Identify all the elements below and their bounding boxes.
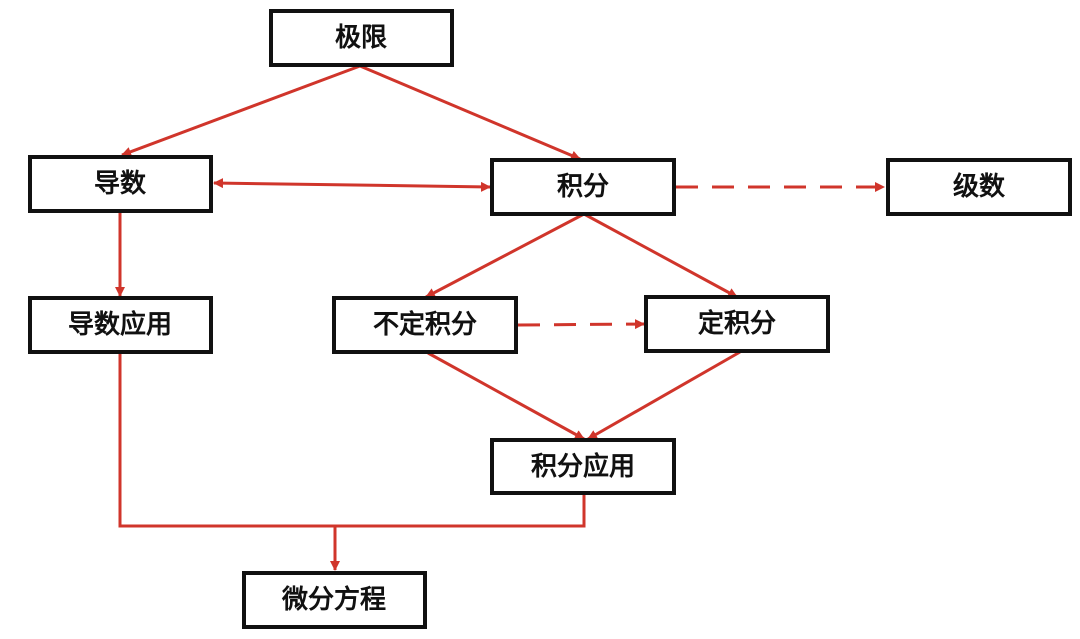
edge-derivative-application-connector <box>118 353 335 528</box>
edge-layer <box>115 64 885 571</box>
edge-integral-to-definite-integral <box>583 212 738 299</box>
edge-limit-to-integral <box>359 64 581 161</box>
node-integral: 积分 <box>490 158 676 216</box>
node-series: 级数 <box>886 158 1072 216</box>
node-indefinite-integral-label: 不定积分 <box>373 309 477 340</box>
node-limit-box <box>269 9 454 67</box>
node-definite-integral-label: 定积分 <box>698 308 776 339</box>
edge-derivative-integral-bidirectional <box>213 178 491 192</box>
node-derivative-application-box <box>28 296 213 354</box>
node-series-label: 级数 <box>953 171 1006 202</box>
node-differential-equation-box <box>242 571 427 629</box>
node-derivative-label: 导数 <box>94 169 147 199</box>
edge-integral-to-indefinite-integral <box>425 212 585 299</box>
node-integral-application-box <box>490 438 676 495</box>
edge-indefinite-to-definite-integral <box>517 319 645 330</box>
edge-limit-to-derivative <box>121 64 361 157</box>
node-derivative-application-label: 导数应用 <box>68 309 172 340</box>
node-differential-equation: 微分方程 <box>242 571 427 629</box>
node-definite-integral: 定积分 <box>644 295 830 353</box>
edge-definite-integral-to-integral-application <box>587 350 741 441</box>
node-limit-label: 极限 <box>335 23 387 53</box>
node-integral-application: 积分应用 <box>490 438 676 495</box>
node-integral-label: 积分 <box>557 172 609 202</box>
node-integral-box <box>490 158 676 216</box>
node-indefinite-integral-box <box>332 296 518 354</box>
node-derivative-application: 导数应用 <box>28 296 213 354</box>
edge-integral-application-connector <box>335 494 586 528</box>
node-derivative-box <box>28 155 213 213</box>
edge-indefinite-integral-to-integral-application <box>427 351 585 441</box>
node-series-box <box>886 158 1072 216</box>
node-definite-integral-box <box>644 295 830 353</box>
node-integral-application-label: 积分应用 <box>531 451 635 482</box>
node-indefinite-integral: 不定积分 <box>332 296 518 354</box>
node-derivative: 导数 <box>28 155 213 213</box>
node-limit: 极限 <box>269 9 454 67</box>
node-differential-equation-label: 微分方程 <box>281 584 386 615</box>
